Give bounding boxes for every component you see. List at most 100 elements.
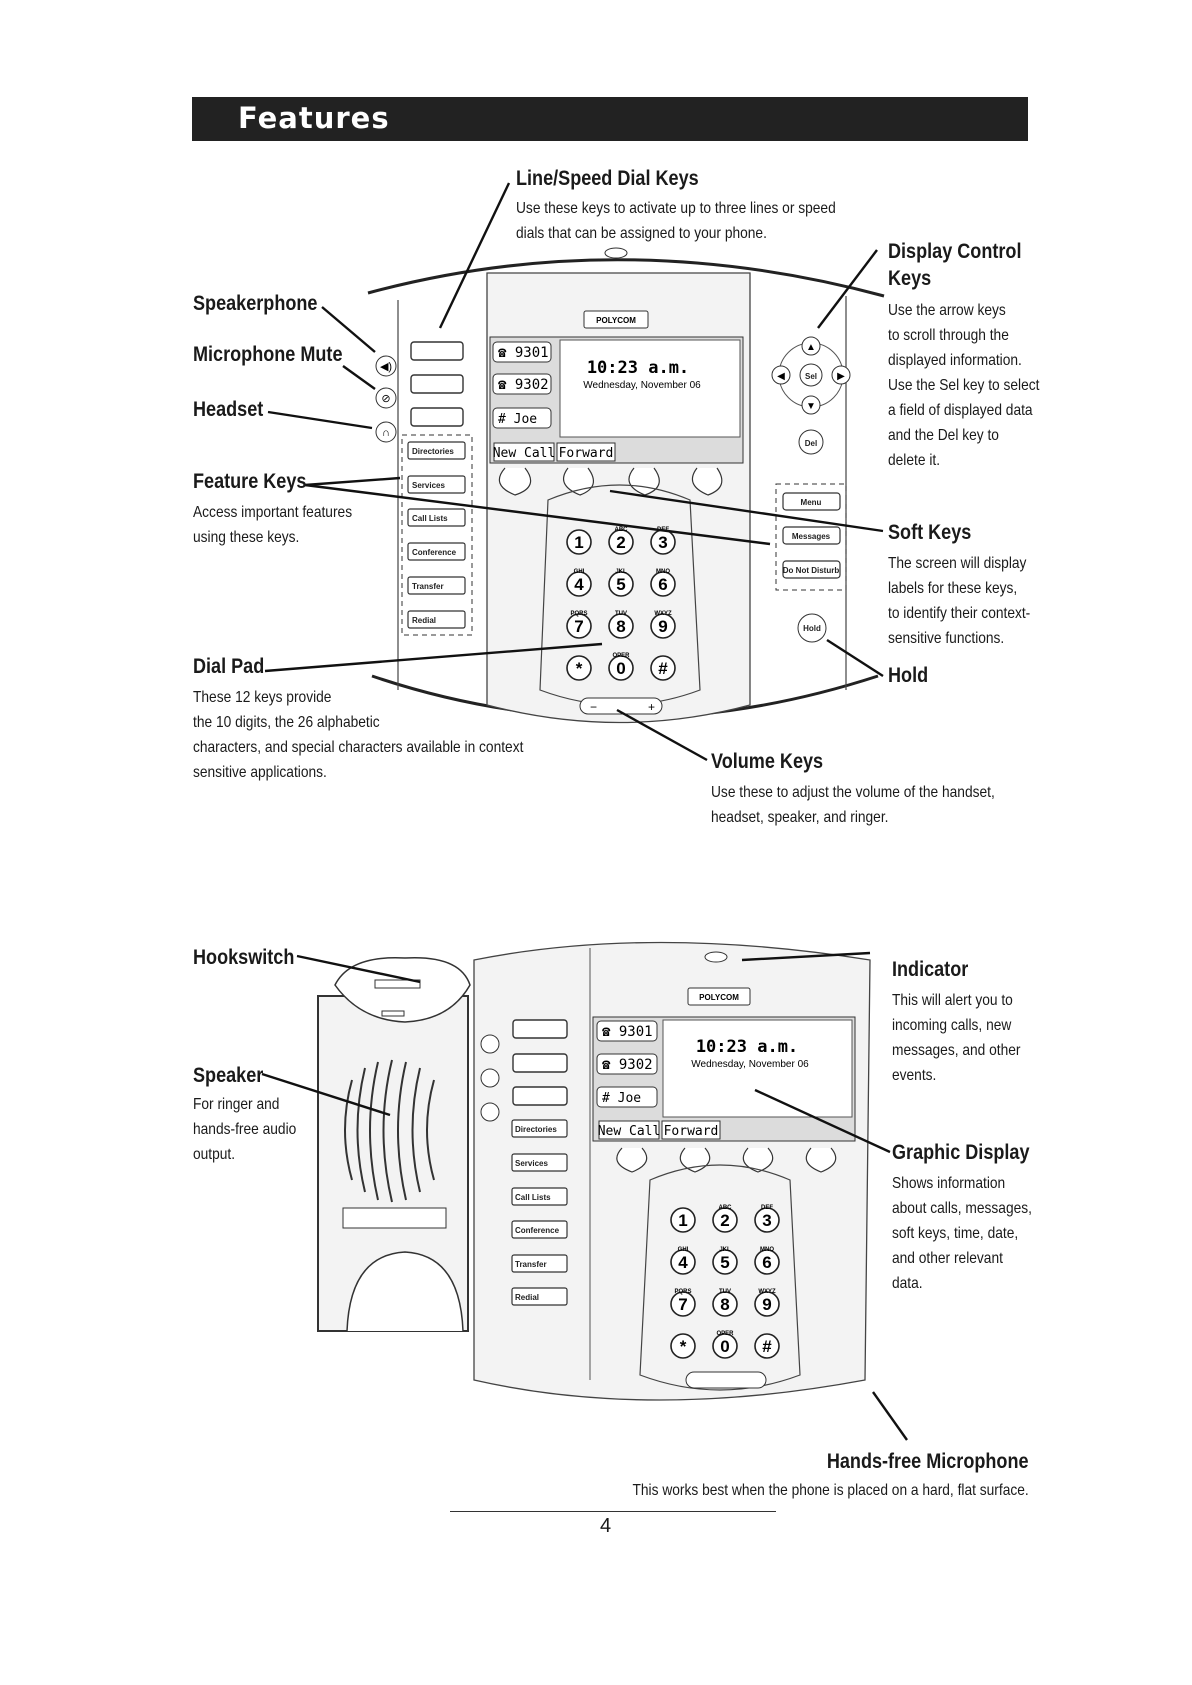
dialpad-digit-4: 5 <box>616 575 625 594</box>
dialpad2-key-8 <box>754 1291 780 1317</box>
dialpad2-letters-8: WXYZ <box>758 1289 776 1295</box>
volume-down-icon: − <box>590 700 597 714</box>
leader-display-control <box>817 249 878 329</box>
hold-key-text: Hold <box>803 624 821 633</box>
display-control-desc-2: to scroll through the <box>888 327 1009 344</box>
dialpad2-key-0 <box>670 1207 696 1233</box>
speaker-desc-1: For ringer and <box>193 1096 280 1113</box>
indicator-desc: This will alert you to incoming calls, n… <box>892 988 1021 1088</box>
dialpad-letters-5: MNO <box>656 569 670 575</box>
dialpad2-digit-0: 1 <box>678 1211 687 1230</box>
dialpad-letters-7: TUV <box>615 611 627 617</box>
leader-mic-mute <box>342 365 376 390</box>
volume-keys-label: Volume Keys <box>711 750 824 773</box>
dialpad2-letters-1: ABC <box>719 1205 733 1211</box>
display-control-label-2: Keys <box>888 267 932 290</box>
soft-keys-label: Soft Keys <box>888 521 972 544</box>
softkey-label-2 <box>556 442 616 462</box>
line-label-1-text: ☎ 9301 <box>498 345 549 361</box>
dialpad-letters-8: WXYZ <box>654 611 672 617</box>
softkey2-label-2 <box>661 1120 721 1140</box>
dial-pad-desc-4: sensitive applications. <box>193 764 327 781</box>
leader-indicator <box>741 951 871 962</box>
line2-label-2-text: ☎ 9302 <box>602 1057 653 1073</box>
leader-graphic-display <box>754 1088 891 1154</box>
hold-key <box>797 613 827 643</box>
do-not-disturb-key-text: Do Not Disturb <box>783 566 840 575</box>
line-label-2-text: ☎ 9302 <box>498 377 549 393</box>
hookswitch-label: Hookswitch <box>193 946 295 969</box>
indicator-desc-3: messages, and other <box>892 1042 1021 1059</box>
arrow-right-key <box>831 365 851 385</box>
softkey2-label-1-text: New Call <box>598 1124 661 1139</box>
dialpad2-letters-6: PQRS <box>674 1289 691 1295</box>
dial-pad-desc: These 12 keys provide the 10 digits, the… <box>193 685 523 785</box>
dialpad2-digit-2: 3 <box>762 1211 771 1230</box>
line-label-3-text: # Joe <box>498 412 537 427</box>
dialpad-key-10 <box>608 655 634 681</box>
screen-date: Wednesday, November 06 <box>583 380 701 391</box>
dialpad2-key-3 <box>670 1249 696 1275</box>
dialpad-digit-7: 8 <box>616 617 625 636</box>
graphic-display-desc-3: soft keys, time, date, <box>892 1225 1019 1242</box>
softkey-label-2-text: Forward <box>559 446 614 461</box>
screen2-main-area <box>662 1019 853 1118</box>
feature-key-services <box>407 475 466 494</box>
arrow-right-icon: ▶ <box>837 371 845 382</box>
softkey2-label-2-text: Forward <box>664 1124 719 1139</box>
display-control-desc-4: Use the Sel key to select <box>888 377 1040 394</box>
dialpad-digit-9: * <box>576 659 583 678</box>
dialpad-digit-6: 7 <box>574 617 583 636</box>
dialpad2-key-11 <box>754 1333 780 1359</box>
dialpad-digit-5: 6 <box>658 575 667 594</box>
leader-speaker <box>261 1072 391 1117</box>
dialpad2-key-4 <box>712 1249 738 1275</box>
sel-key <box>799 363 823 387</box>
line2-label-3 <box>596 1086 658 1108</box>
arrow-left-icon: ◀ <box>777 371 785 382</box>
line2-label-1-text: ☎ 9301 <box>602 1024 653 1040</box>
dialpad-key-5 <box>650 571 676 597</box>
graphic-display-desc-4: and other relevant <box>892 1250 1003 1267</box>
line-speed-desc-1: Use these keys to activate up to three l… <box>516 200 836 217</box>
dialpad2-digit-6: 7 <box>678 1295 687 1314</box>
dialpad2-letters-10: OPER <box>716 1331 734 1337</box>
line-labels: ☎ 9301 ☎ 9302 # Joe <box>492 341 552 429</box>
dialpad2-letters-4: JKL <box>719 1247 731 1253</box>
handsfree-microphone-desc: This works best when the phone is placed… <box>633 1478 1029 1503</box>
dialpad-key-9 <box>566 655 592 681</box>
dialpad-key-11 <box>650 655 676 681</box>
polycom-logo-text: POLYCOM <box>596 316 636 325</box>
dialpad2-letters-5: MNO <box>760 1247 774 1253</box>
feature-key-conference-text: Conference <box>412 548 457 557</box>
soft-key-1 <box>498 467 532 496</box>
page-number: 4 <box>600 1515 612 1537</box>
phone-base-top-arc <box>367 258 885 298</box>
line-label-2 <box>492 373 552 395</box>
screen2-date: Wednesday, November 06 <box>691 1059 809 1070</box>
polycom-logo-text-2: POLYCOM <box>699 993 739 1002</box>
feature-key-transfer-text: Transfer <box>412 582 444 591</box>
feature-key-redial-text: Redial <box>412 616 436 625</box>
screen-time: 10:23 a.m. <box>587 358 689 378</box>
speaker-label: Speaker <box>193 1064 264 1087</box>
display-control-desc-1: Use the arrow keys <box>888 302 1006 319</box>
line-keys <box>410 341 464 427</box>
softkey2-label-1 <box>598 1120 660 1140</box>
hold-label: Hold <box>888 664 929 687</box>
indicator-desc-2: incoming calls, new <box>892 1017 1012 1034</box>
soft-keys-desc-3: to identify their context- <box>888 605 1031 622</box>
display-control-label-1: Display Control <box>888 240 1022 263</box>
line-key-3 <box>410 407 464 427</box>
display-control-desc-6: and the Del key to <box>888 427 999 444</box>
dialpad2-digit-3: 4 <box>678 1253 688 1272</box>
feature-key-transfer <box>407 576 466 595</box>
arrow-down-key <box>801 395 821 415</box>
feature-key2-transfer-text: Transfer <box>515 1260 547 1269</box>
polycom-badge-2 <box>687 987 751 1006</box>
dialpad2-digit-5: 6 <box>762 1253 771 1272</box>
hookswitch-slot <box>381 1010 405 1017</box>
dialpad2-digit-8: 9 <box>762 1295 771 1314</box>
